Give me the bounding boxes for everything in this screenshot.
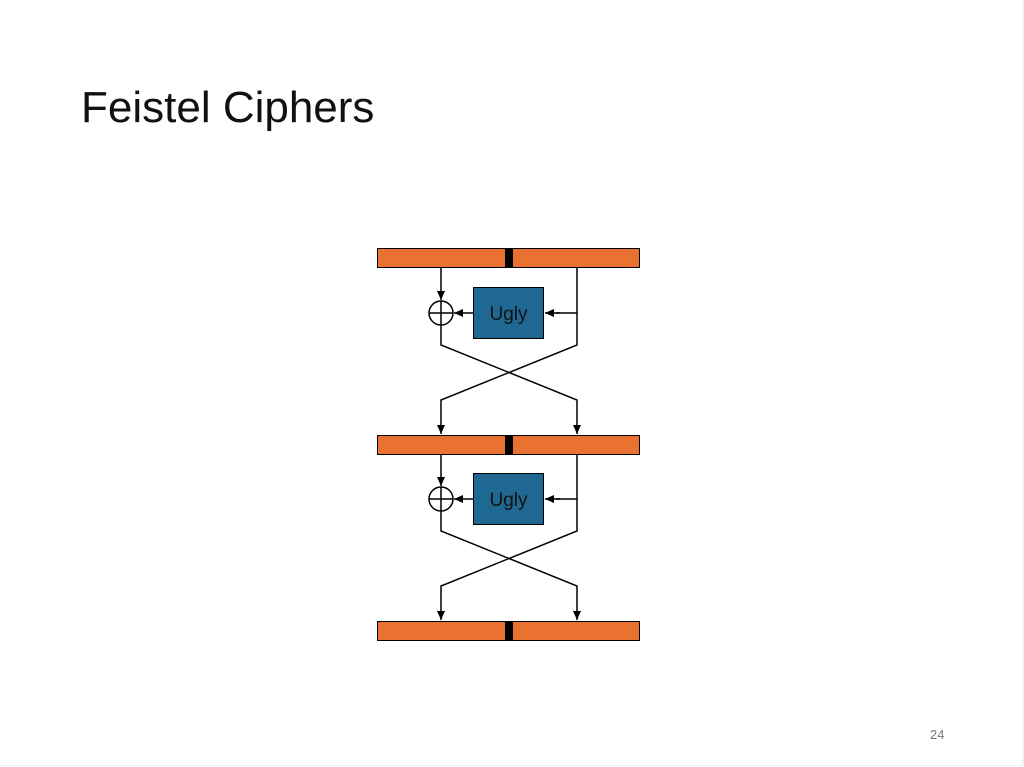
block-row-input	[377, 248, 640, 268]
block-right-half	[512, 248, 640, 268]
xor-circle-plus-icon	[428, 300, 454, 326]
xor-circle-plus-icon	[428, 486, 454, 512]
block-left-half	[377, 435, 506, 455]
round-2: Ugly	[428, 455, 581, 620]
round-function-label: Ugly	[489, 304, 528, 325]
right-branch-line	[556, 455, 578, 500]
cross-line-right-to-left	[437, 313, 578, 434]
cross-line-left-to-right	[440, 325, 581, 434]
block-right-half	[512, 435, 640, 455]
round-1: Ugly	[428, 268, 581, 434]
block-right-half	[512, 621, 640, 641]
block-divider	[505, 435, 512, 455]
round-function-label: Ugly	[489, 490, 528, 511]
round-function-box	[473, 287, 544, 339]
block-left-half	[377, 621, 506, 641]
cross-line-left-to-right	[440, 511, 581, 620]
block-row-middle	[377, 435, 640, 455]
round-function-box	[473, 473, 544, 525]
block-divider	[505, 621, 512, 641]
block-row-output	[377, 621, 640, 641]
block-left-half	[377, 248, 506, 268]
right-branch-line	[556, 268, 578, 314]
page-number: 24	[930, 727, 945, 742]
block-divider	[505, 248, 512, 268]
cross-line-right-to-left	[437, 499, 578, 620]
slide-title: Feistel Ciphers	[81, 83, 375, 132]
